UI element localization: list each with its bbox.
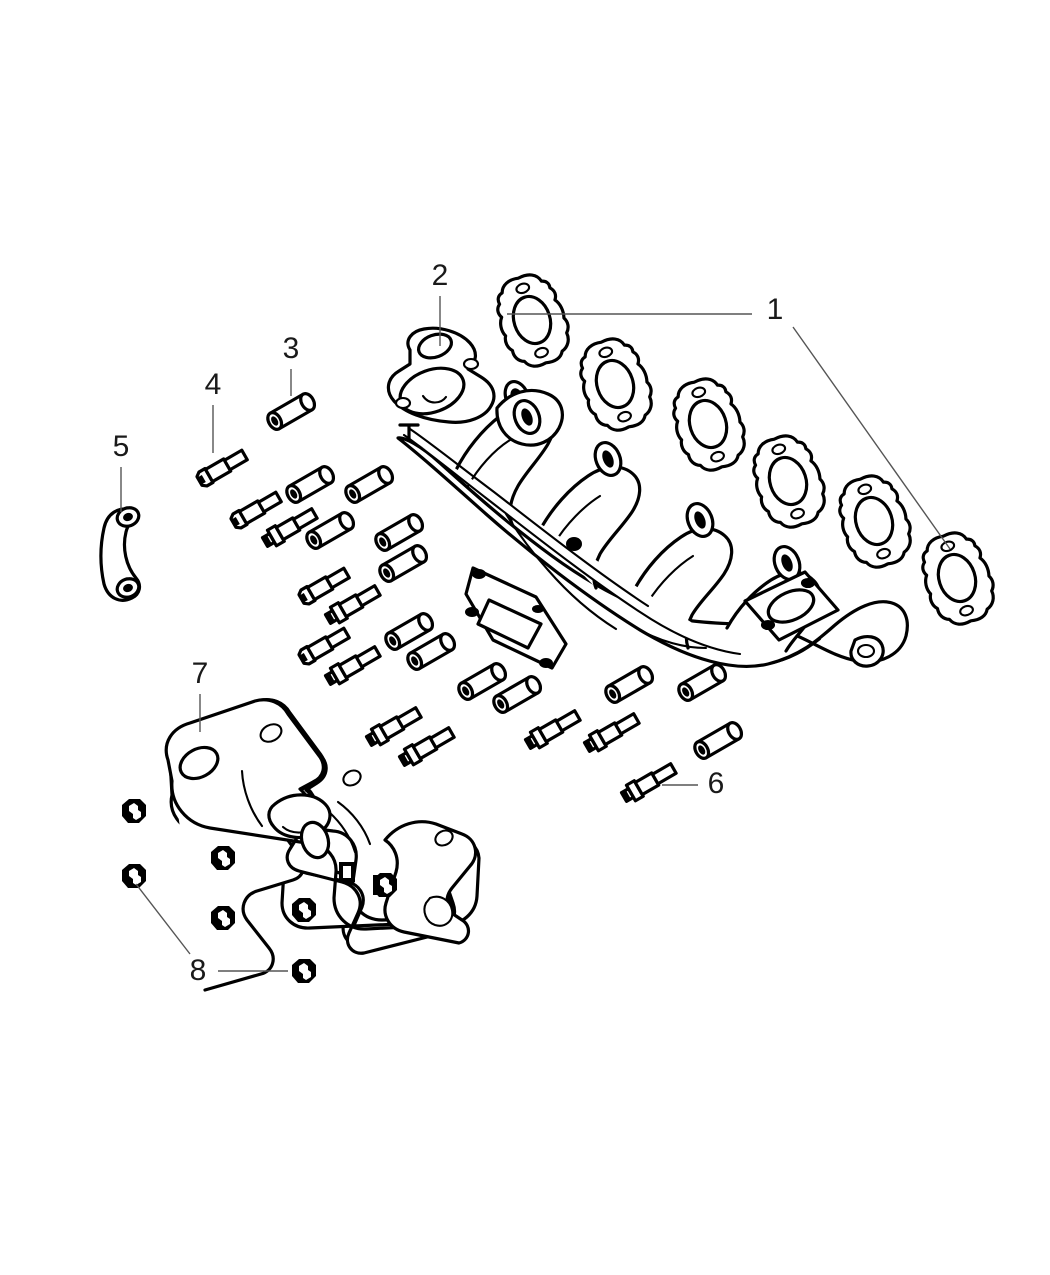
nut-4[interactable]	[211, 906, 235, 930]
callout-label-5: 5	[113, 430, 130, 463]
callout-label-4: 4	[205, 368, 222, 401]
nut-6[interactable]	[292, 959, 316, 983]
exhaust-manifold-body[interactable]	[386, 326, 909, 670]
callout-label-8: 8	[190, 954, 207, 987]
leader-1b	[792, 326, 951, 550]
callout-label-1: 1	[767, 293, 784, 326]
heat-shield[interactable]	[164, 698, 481, 992]
callout-label-2: 2	[432, 259, 449, 292]
nut-2[interactable]	[122, 864, 146, 888]
shield-clip-1	[339, 862, 355, 882]
callout-label-6: 6	[708, 767, 725, 800]
callout-label-3: 3	[283, 332, 300, 365]
callout-label-7: 7	[192, 657, 209, 690]
callout-numbers: 1 2 3 4 5 6 7 8	[113, 259, 784, 987]
leader-lines	[120, 296, 951, 972]
nut-3[interactable]	[211, 846, 235, 870]
nut-5[interactable]	[292, 898, 316, 922]
retainer-clip[interactable]	[99, 505, 142, 602]
nut-7[interactable]	[373, 873, 397, 897]
nut-1[interactable]	[122, 799, 146, 823]
leader-8b	[135, 883, 191, 955]
